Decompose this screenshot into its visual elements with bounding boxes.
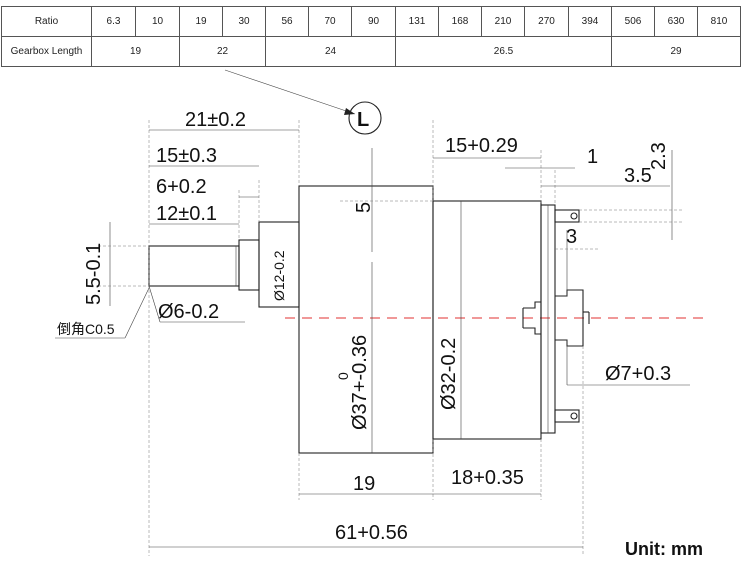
dim-3: 3: [566, 226, 577, 248]
length-cell: 24: [265, 36, 396, 67]
chamfer-leader: [124, 287, 150, 339]
dim-dia12: Ø12-0.2: [271, 250, 287, 301]
length-cell: 26.5: [395, 36, 612, 67]
unit-label: Unit: mm: [625, 539, 703, 559]
dim-dia6: Ø6-0.2: [158, 301, 219, 323]
dim-dia32: Ø32-0.2: [438, 338, 460, 410]
ratio-cell: 56: [265, 6, 309, 37]
callout-leader: [224, 69, 356, 115]
dim-2-3: 2.3: [648, 142, 670, 170]
dim-dia37: Ø37+-0.36: [349, 335, 371, 430]
ratio-cell: 810: [697, 6, 741, 37]
gearbox-length-row: Gearbox Length 19 22 24 26.5 29: [1, 36, 741, 67]
length-cell: 19: [91, 36, 180, 67]
gearbox-length-header: Gearbox Length: [1, 36, 92, 67]
spec-table: Ratio 6.3 10 19 30 56 70 90 131 168 210 …: [1, 6, 741, 67]
ratio-cell: 394: [568, 6, 612, 37]
dim-5-5: 5.5-0.1: [83, 243, 105, 305]
ratio-cell: 168: [438, 6, 482, 37]
dim-61: 61+0.56: [335, 522, 408, 544]
dim-leader-dia6: [148, 285, 161, 323]
dim-15: 15±0.3: [156, 145, 217, 167]
callout-label: L: [357, 109, 369, 131]
ratio-cell: 30: [222, 6, 266, 37]
callout-circle: [348, 101, 382, 135]
dim-3-5: 3.5: [624, 165, 652, 187]
chamfer-label: 倒角C0.5: [57, 321, 115, 337]
dim-18: 18+0.35: [451, 467, 524, 489]
dim-5: 5: [353, 202, 375, 213]
shaft-collar: [238, 239, 260, 291]
callout-arrowhead: [344, 108, 355, 115]
terminal-bottom: [554, 409, 580, 423]
dim-6: 6+0.2: [156, 176, 207, 198]
dim-dia7: Ø7+0.3: [605, 363, 671, 385]
dim-19: 19: [353, 473, 375, 495]
length-cell: 22: [179, 36, 266, 67]
dim-dia37-sup: 0: [335, 372, 351, 380]
bushing-step: [522, 301, 541, 335]
ratio-row: Ratio 6.3 10 19 30 56 70 90 131 168 210 …: [1, 6, 741, 37]
terminal-bottom-hole: [570, 412, 578, 420]
dim-15-29: 15+0.29: [445, 135, 518, 157]
length-cell: 29: [611, 36, 741, 67]
dim-12: 12±0.1: [156, 203, 217, 225]
dim-21: 21±0.2: [185, 109, 246, 131]
terminal-top: [554, 209, 580, 223]
dim-1: 1: [587, 146, 598, 168]
terminal-top-hole: [570, 212, 578, 220]
output-shaft: [148, 245, 240, 287]
